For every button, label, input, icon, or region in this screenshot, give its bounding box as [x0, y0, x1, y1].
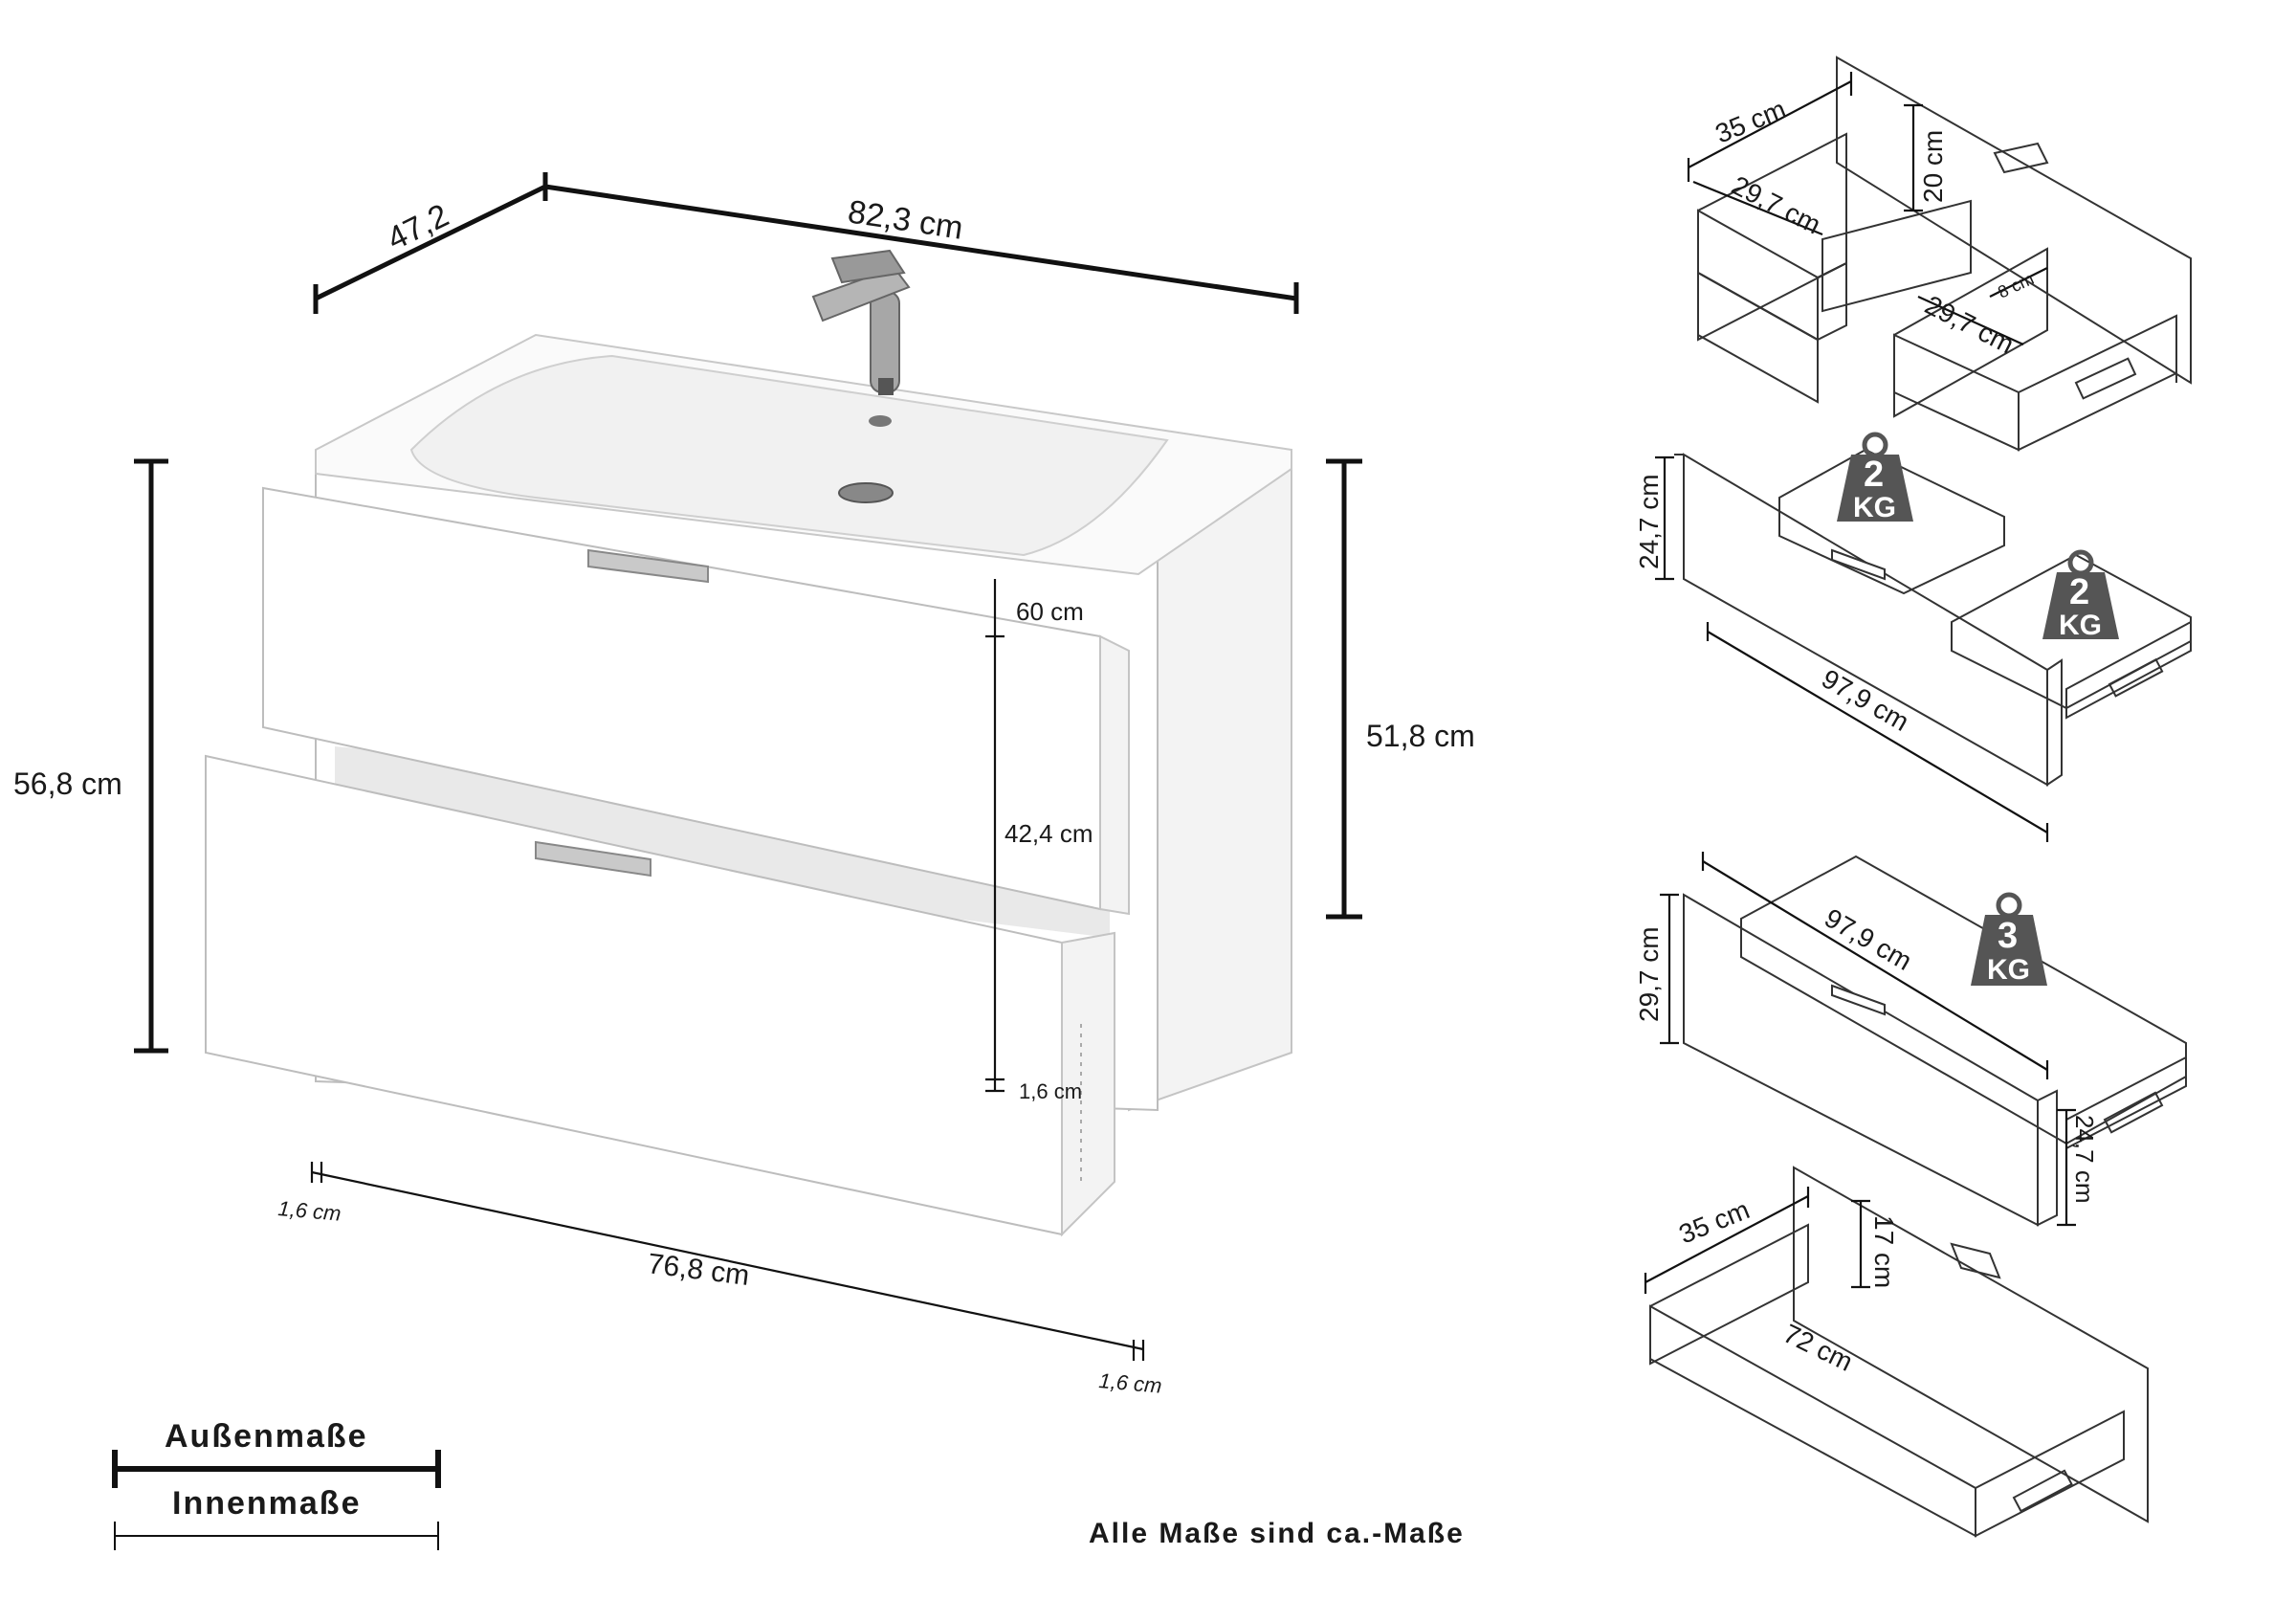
legend-outer-label: Außenmaße: [165, 1418, 368, 1455]
weight-3-number: 3: [1998, 916, 2018, 956]
weight-icon-1: 2 KG: [1837, 432, 1913, 523]
height-label: 56,8 cm: [13, 767, 122, 801]
legend: Außenmaße Innenmaße: [112, 1418, 441, 1550]
bottom-drawer-handle: [535, 840, 651, 878]
drain: [838, 482, 894, 503]
bottom-width-label: 76,8 cm: [646, 1248, 751, 1292]
d4-height-label: 17 cm: [1869, 1215, 1899, 1288]
top-inner-label: 60 cm: [1016, 597, 1084, 626]
weight-2-number: 2: [2069, 572, 2089, 612]
detail-1: 35 cm 20 cm 29,7 cm 29,7 cm 8 cm: [1687, 56, 2192, 452]
main-cabinet: [205, 249, 1292, 1237]
detail-3: 3 KG 29,7 cm 97,9 cm 24,7 cm: [1634, 852, 2187, 1227]
d4-width-label: 72 cm: [1778, 1319, 1857, 1377]
main-dimensions: 82,3 cm 47,2 56,8 cm 51,8 cm 60 cm 42,4 …: [13, 172, 1475, 1398]
weight-icon-2: 2 KG: [2042, 549, 2119, 641]
left-panel-label: 1,6 cm: [277, 1196, 342, 1226]
d1-depth-label: 35 cm: [1711, 94, 1790, 148]
top-drawer-side: [1099, 634, 1130, 916]
d3-width-label: 97,9 cm: [1820, 902, 1917, 976]
right-panel-label: 1,6 cm: [1098, 1368, 1163, 1398]
detail-2: 2 KG 2 KG 24,7 cm 97,9 cm: [1634, 432, 2192, 842]
overflow: [869, 415, 892, 427]
d1-drawer1-width-label: 29,7 cm: [1727, 170, 1825, 240]
top-drawer-handle: [587, 548, 709, 584]
weight-1-number: 2: [1864, 455, 1884, 495]
weight-3-unit: KG: [1987, 954, 2030, 986]
bottom-drawer-side: [1061, 931, 1115, 1237]
bottom-inner-label: 1,6 cm: [1019, 1079, 1082, 1103]
d4-depth-label: 35 cm: [1675, 1194, 1754, 1249]
legend-inner-label: Innenmaße: [172, 1485, 361, 1522]
approx-note: Alle Maße sind ca.-Maße: [1089, 1518, 1465, 1549]
d2-height-label: 24,7 cm: [1634, 474, 1664, 569]
d1-height-label: 20 cm: [1918, 130, 1948, 203]
d3-height-label: 29,7 cm: [1634, 926, 1664, 1022]
cabinet-interior: [335, 746, 1110, 938]
right-height-label: 51,8 cm: [1366, 719, 1475, 753]
inner-height-label: 42,4 cm: [1004, 819, 1093, 848]
weight-2-unit: KG: [2059, 610, 2102, 641]
d3-inner-height-label: 24,7 cm: [2070, 1115, 2099, 1204]
detail-4: 35 cm 17 cm 72 cm: [1644, 1166, 2149, 1538]
faucet-icon: [811, 249, 911, 395]
basin-bowl: [409, 354, 1169, 557]
weight-icon-3: 3 KG: [1971, 892, 2047, 986]
weight-1-unit: KG: [1853, 492, 1896, 523]
